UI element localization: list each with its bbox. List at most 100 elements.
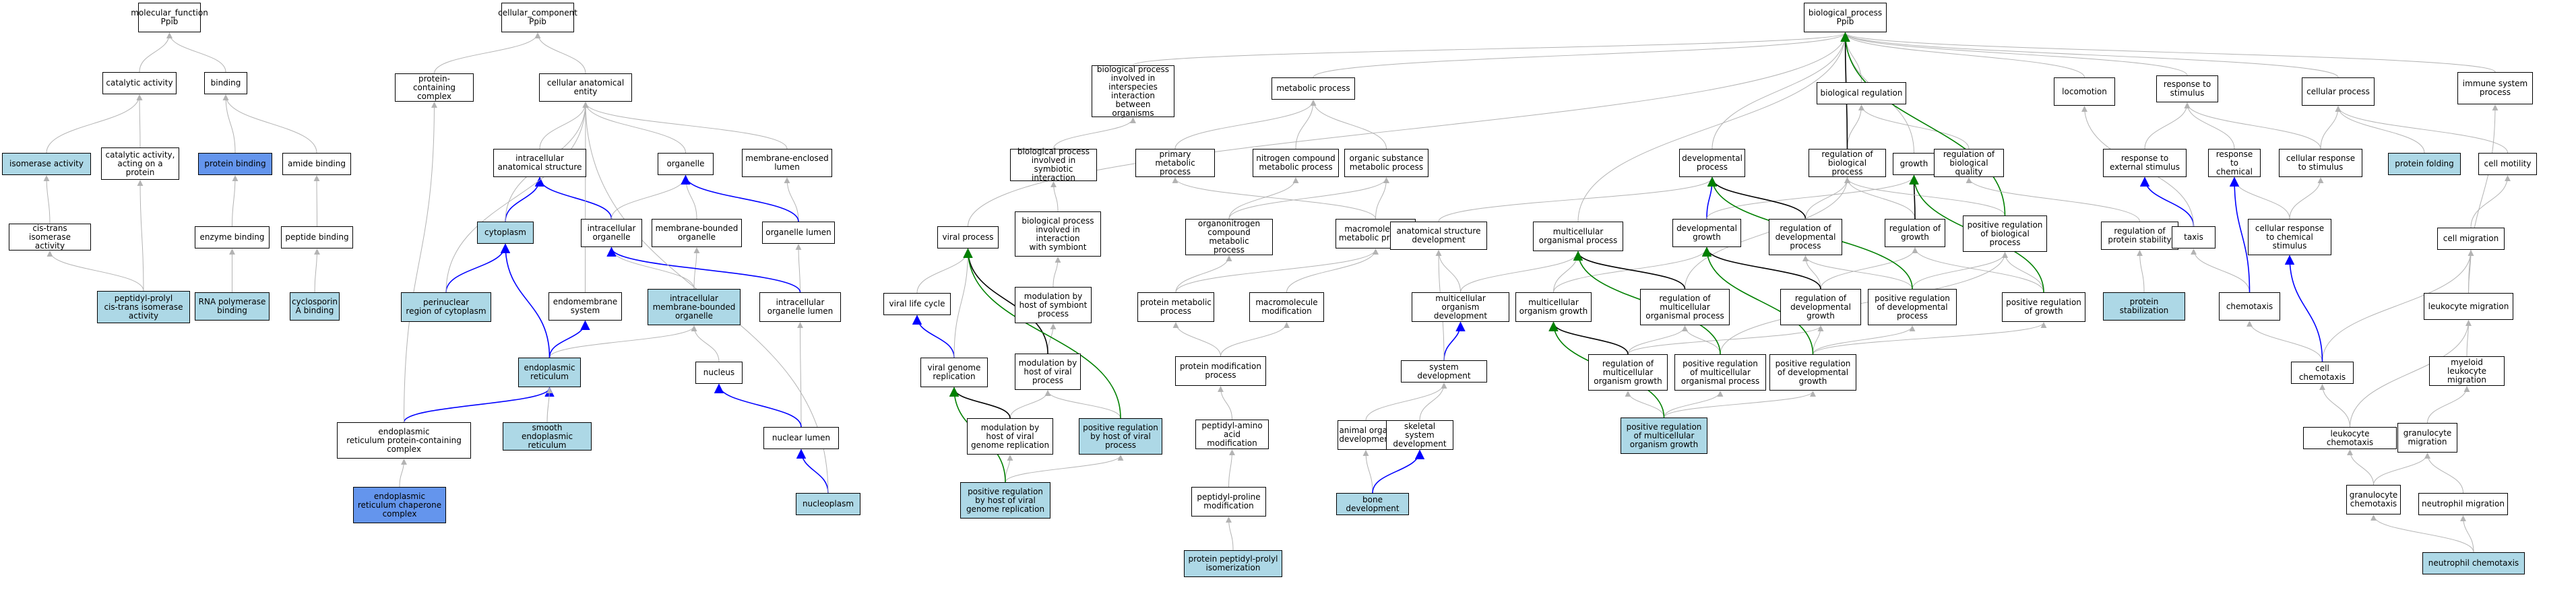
node-bone-development[interactable]: bone development [1336,493,1409,515]
node-membrane-enclosed-lumen[interactable]: membrane-enclosed lumen [742,149,832,177]
node-positive-regulation-of-multicellular-growth[interactable]: positive regulation of multicellular org… [1621,418,1707,454]
node-viral-genome-replication[interactable]: viral genome replication [920,358,988,387]
node-system-development[interactable]: system development [1401,360,1487,383]
node-skeletal-system-development[interactable]: skeletal system development [1386,420,1453,450]
node-neutrophil-migration[interactable]: neutrophil migration [2418,493,2508,515]
node-cytoplasm[interactable]: cytoplasm [477,222,534,244]
node-cellular-component[interactable]: cellular_component Ppib [498,3,577,32]
node-perinuclear-region[interactable]: perinuclear region of cytoplasm [401,292,491,322]
node-positive-regulation-of-developmental-growth[interactable]: positive regulation of developmental gro… [1769,354,1856,391]
node-immune-system-process[interactable]: immune system process [2457,72,2533,104]
node-leukocyte-chemotaxis[interactable]: leukocyte chemotaxis [2303,427,2397,449]
node-er-protein-containing-complex[interactable]: endoplasmic reticulum protein-containing… [337,422,471,459]
node-interaction-with-symbiont[interactable]: biological process involved in interacti… [1015,211,1101,257]
node-regulation-of-biological-process[interactable]: regulation of biological process [1809,149,1886,177]
node-positive-regulation-of-developmental-process[interactable]: positive regulation of developmental pro… [1868,289,1957,325]
node-modulation-of-viral-genome-replication[interactable]: modulation by host of viral genome repli… [967,418,1053,455]
node-regulation-of-growth[interactable]: regulation of growth [1885,219,1945,247]
node-organelle-lumen[interactable]: organelle lumen [762,222,835,244]
node-cellular-response-to-stimulus[interactable]: cellular response to stimulus [2279,149,2362,177]
node-modulation-of-symbiont-process[interactable]: modulation by host of symbiont process [1015,287,1092,323]
node-regulation-of-developmental-process[interactable]: regulation of developmental process [1769,219,1842,255]
node-cell-chemotaxis[interactable]: cell chemotaxis [2291,362,2354,384]
node-developmental-growth[interactable]: developmental growth [1672,219,1741,247]
node-nitrogen-compound-metabolic[interactable]: nitrogen compound metabolic process [1253,149,1339,177]
node-chemotaxis[interactable]: chemotaxis [2219,292,2280,321]
node-intracellular-membrane-bounded-organelle[interactable]: intracellular membrane-bounded organelle [648,289,741,325]
node-positive-regulation-of-biological-process[interactable]: positive regulation of biological proces… [1963,215,2047,252]
node-nuclear-lumen[interactable]: nuclear lumen [763,427,839,449]
node-regulation-of-developmental-growth[interactable]: regulation of developmental growth [1780,289,1861,325]
node-granulocyte-chemotaxis[interactable]: granulocyte chemotaxis [2346,485,2401,514]
node-regulation-of-multicellular-process[interactable]: regulation of multicellular organismal p… [1640,289,1730,325]
node-regulation-of-multicellular-growth[interactable]: regulation of multicellular organism gro… [1588,354,1668,391]
node-regulation-of-biological-quality[interactable]: regulation of biological quality [1934,149,2004,177]
node-biological-regulation[interactable]: biological regulation [1817,82,1906,104]
node-peptidyl-prolyl-isomerase[interactable]: peptidyl-prolyl cis-trans isomerase acti… [97,291,190,323]
node-organelle[interactable]: organelle [658,153,714,175]
node-growth[interactable]: growth [1893,153,1935,175]
node-response-to-chemical[interactable]: response to chemical [2208,149,2261,177]
node-protein-modification-process[interactable]: protein modification process [1175,356,1266,386]
node-protein-folding[interactable]: protein folding [2388,153,2461,175]
node-catalytic-activity[interactable]: catalytic activity [102,72,177,94]
node-endoplasmic-reticulum[interactable]: endoplasmic reticulum [518,358,581,387]
node-amide-binding[interactable]: amide binding [282,153,351,175]
node-cyclosporin-binding[interactable]: cyclosporin A binding [290,292,340,321]
node-cellular-anatomical-entity[interactable]: cellular anatomical entity [539,73,632,102]
node-positive-regulation-of-growth[interactable]: positive regulation of growth [2002,292,2085,322]
node-nucleus[interactable]: nucleus [695,362,743,384]
node-granulocyte-migration[interactable]: granulocyte migration [2397,423,2457,453]
node-modulation-of-viral-process[interactable]: modulation by host of viral process [1015,354,1081,390]
node-cell-motility[interactable]: cell motility [2478,153,2537,175]
node-interspecies-interaction[interactable]: biological process involved in interspec… [1092,65,1174,117]
node-viral-life-cycle[interactable]: viral life cycle [883,293,951,315]
node-multicellular-organism-growth[interactable]: multicellular organism growth [1515,292,1592,322]
node-leukocyte-migration[interactable]: leukocyte migration [2424,293,2513,320]
node-anatomical-structure-development[interactable]: anatomical structure development [1390,222,1487,250]
node-macromolecule-modification[interactable]: macromolecule modification [1249,292,1324,322]
node-protein-stabilization[interactable]: protein stabilization [2103,292,2185,321]
node-positive-regulation-of-multicellular-process[interactable]: positive regulation of multicellular org… [1674,354,1766,391]
node-cis-trans-isomerase[interactable]: cis-trans isomerase activity [9,224,91,251]
node-rna-polymerase-binding[interactable]: RNA polymerase binding [195,292,270,321]
node-intracellular-organelle-lumen[interactable]: intracellular organelle lumen [759,292,841,322]
node-binding[interactable]: binding [204,72,247,94]
node-protein-containing-complex[interactable]: protein-containing complex [395,73,474,102]
node-enzyme-binding[interactable]: enzyme binding [195,226,270,248]
node-peptidyl-proline-modification[interactable]: peptidyl-proline modification [1191,487,1266,517]
node-molecular-function[interactable]: molecular_function Ppib [131,3,208,32]
node-locomotion[interactable]: locomotion [2054,77,2115,106]
node-endomembrane-system[interactable]: endomembrane system [548,292,622,321]
node-positive-regulation-of-viral-genome-replication[interactable]: positive regulation by host of viral gen… [960,482,1050,519]
node-symbiotic-interaction[interactable]: biological process involved in symbiotic… [1010,147,1097,182]
node-cell-migration[interactable]: cell migration [2437,228,2505,250]
node-myeloid-leukocyte-migration[interactable]: myeloid leukocyte migration [2429,356,2505,386]
node-peptidyl-amino-acid-modification[interactable]: peptidyl-amino acid modification [1195,420,1269,449]
node-smooth-er[interactable]: smooth endoplasmic reticulum [503,422,592,451]
node-organic-substance-metabolic[interactable]: organic substance metabolic process [1344,149,1428,177]
node-protein-metabolic-process[interactable]: protein metabolic process [1137,292,1214,322]
node-peptide-binding[interactable]: peptide binding [281,226,353,248]
node-intracellular-organelle[interactable]: intracellular organelle [581,219,642,247]
node-regulation-of-protein-stability[interactable]: regulation of protein stability [2101,222,2178,250]
node-primary-metabolic-process[interactable]: primary metabolic process [1135,149,1215,177]
node-taxis[interactable]: taxis [2172,226,2216,248]
node-cellular-response-to-chemical[interactable]: cellular response to chemical stimulus [2248,219,2331,255]
node-catalytic-activity-on-protein[interactable]: catalytic activity, acting on a protein [101,147,179,180]
node-cellular-process[interactable]: cellular process [2302,77,2375,106]
node-intracellular-anatomical-structure[interactable]: intracellular anatomical structure [493,149,586,177]
node-er-chaperone-complex[interactable]: endoplasmic reticulum chaperone complex [353,487,446,523]
node-developmental-process[interactable]: developmental process [1679,149,1745,177]
node-biological-process[interactable]: biological_process Ppib [1804,3,1887,32]
node-membrane-bounded-organelle[interactable]: membrane-bounded organelle [652,219,742,247]
node-multicellular-organismal-process[interactable]: multicellular organismal process [1533,222,1623,251]
node-neutrophil-chemotaxis[interactable]: neutrophil chemotaxis [2422,552,2525,574]
node-isomerase-activity[interactable]: isomerase activity [2,153,91,175]
node-nucleoplasm[interactable]: nucleoplasm [796,493,860,515]
node-positive-regulation-of-viral-process[interactable]: positive regulation by host of viral pro… [1079,418,1162,455]
node-metabolic-process[interactable]: metabolic process [1271,77,1355,100]
node-multicellular-organism-development[interactable]: multicellular organism development [1412,292,1509,322]
node-protein-binding[interactable]: protein binding [198,153,272,175]
node-organonitrogen-metabolic[interactable]: organonitrogen compound metabolic proces… [1185,219,1273,255]
